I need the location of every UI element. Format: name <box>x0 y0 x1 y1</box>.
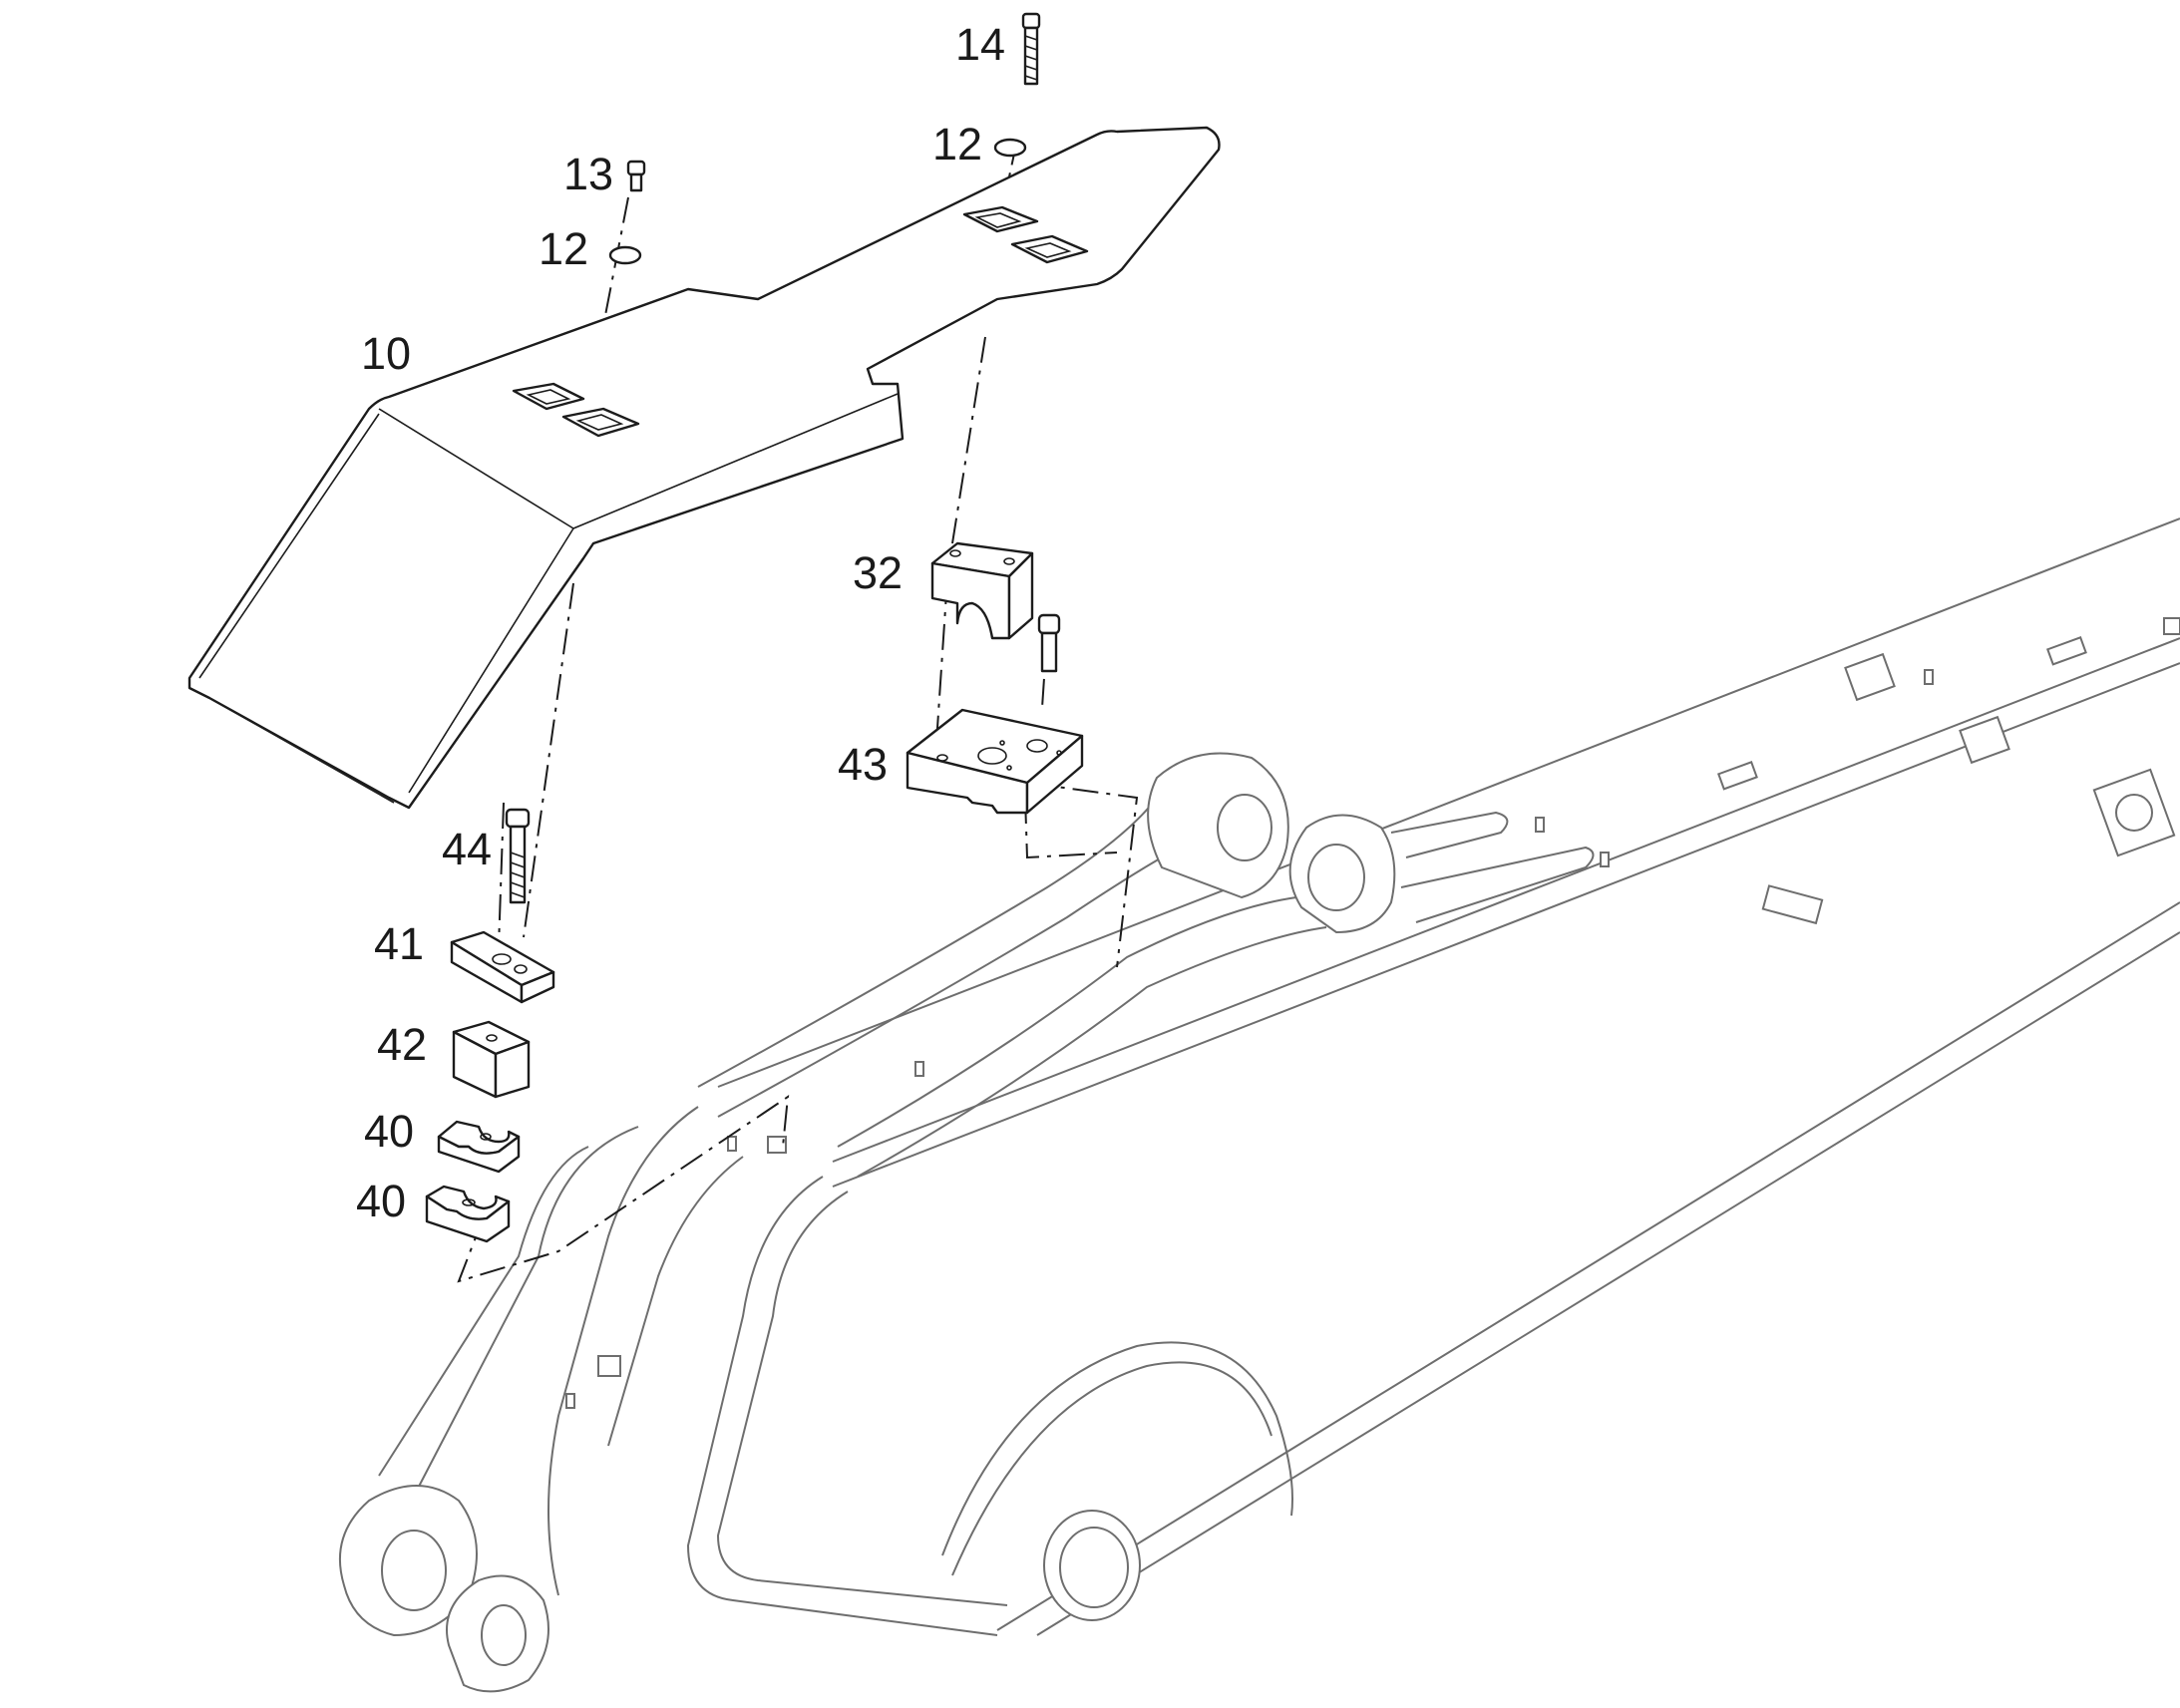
part-14-bolt <box>1021 12 1041 86</box>
part-40-clamp-upper <box>437 1120 521 1174</box>
callout-32: 32 <box>853 547 903 598</box>
part-43-bolt <box>1037 613 1061 673</box>
callout-40-lower: 40 <box>356 1176 406 1226</box>
part-41-plate <box>450 930 555 1004</box>
part-12-washer-lower <box>608 245 642 265</box>
callout-40-upper: 40 <box>364 1106 414 1157</box>
part-32-block <box>930 541 1034 640</box>
callouts: 14 12 13 12 10 32 43 44 41 42 40 40 <box>356 19 1005 1226</box>
boom-arm <box>338 517 2180 1693</box>
part-10-cover <box>187 126 1221 810</box>
part-12-washer-upper <box>993 138 1027 158</box>
callout-10: 10 <box>361 328 411 379</box>
part-44-bolt <box>505 808 531 904</box>
callout-42: 42 <box>377 1019 427 1070</box>
callout-41: 41 <box>374 918 424 969</box>
callout-12-upper: 12 <box>932 119 982 170</box>
part-40-clamp-lower <box>425 1185 511 1243</box>
callout-12-lower: 12 <box>539 223 588 274</box>
part-43-plate <box>906 708 1084 815</box>
callout-43: 43 <box>838 739 888 790</box>
callout-14: 14 <box>955 19 1005 70</box>
part-42-block <box>452 1020 531 1099</box>
callout-44: 44 <box>442 824 492 874</box>
part-13-bolt <box>626 160 646 192</box>
callout-13: 13 <box>563 149 613 199</box>
